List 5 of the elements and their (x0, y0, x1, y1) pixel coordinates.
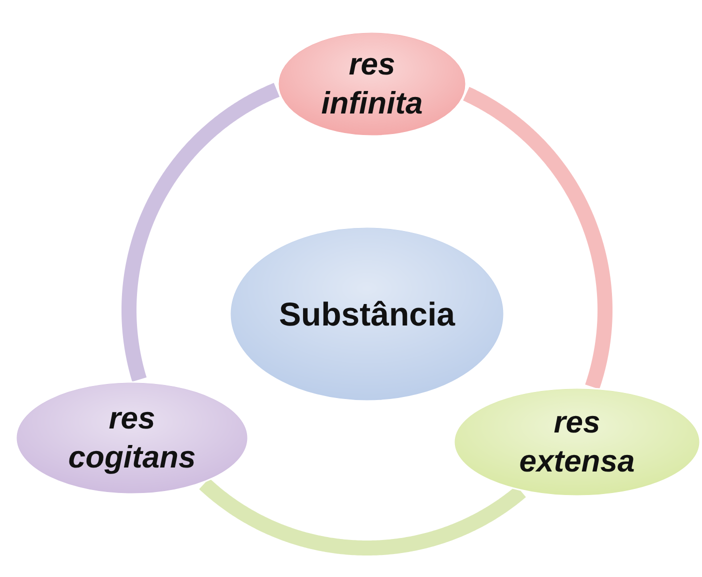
node-label: res cogitans (67, 399, 197, 476)
node-label: res extensa (518, 403, 636, 480)
ring-arc (198, 477, 528, 556)
node-label: Substância (278, 294, 456, 334)
node-label: res infinita (320, 45, 424, 122)
